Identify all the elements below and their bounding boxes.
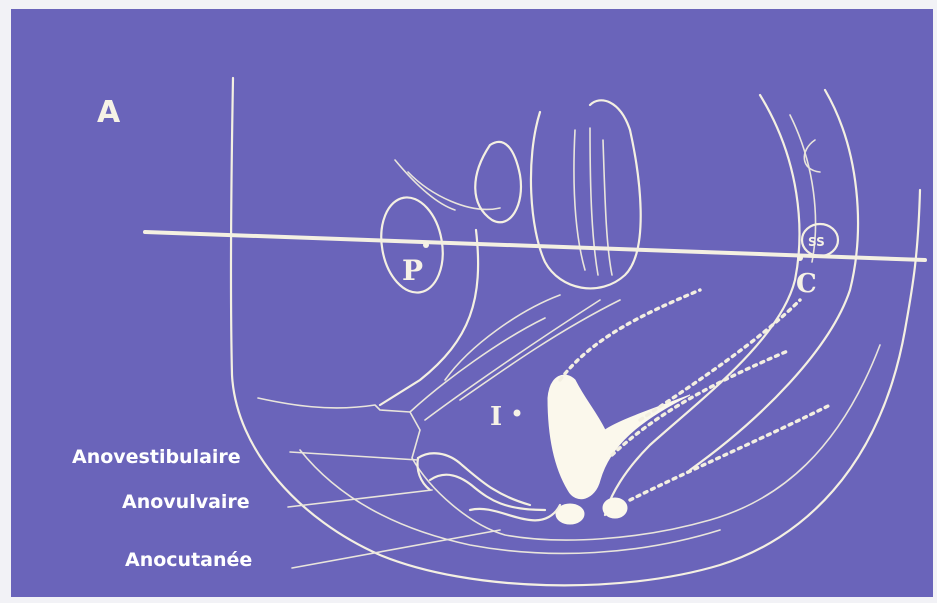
label-anovulvaire: Anovulvaire (122, 491, 250, 513)
uterus-inner-2 (590, 128, 598, 275)
vagina-line-4 (460, 300, 620, 400)
sacrum-outer (690, 90, 858, 470)
leader-anovestibulaire (290, 452, 418, 460)
coccyx-point-dot (797, 255, 803, 261)
sphincter-left (556, 504, 584, 524)
leader-anocutanee (292, 530, 500, 568)
marker-p: P (402, 254, 423, 287)
panel-letter: A (97, 95, 121, 130)
sphincter-right (603, 498, 627, 518)
bladder-wall (475, 142, 521, 222)
vagina-back (410, 318, 545, 412)
marker-ss: SS (808, 235, 825, 249)
urethra-front (380, 230, 478, 405)
uterus-outline (531, 100, 641, 288)
uterus-inner-3 (603, 140, 612, 275)
label-anovestibulaire: Anovestibulaire (72, 446, 241, 468)
fistula-connector (418, 458, 431, 490)
rectal-mucosa-2 (612, 350, 790, 455)
marker-i: I (490, 402, 502, 432)
pubic-point-dot (423, 242, 429, 248)
label-anocutanee: Anocutanée (125, 549, 252, 571)
rectal-mucosa-1 (560, 290, 700, 380)
leader-anovulvaire (288, 490, 432, 507)
pubic-ligament (395, 160, 500, 210)
ischial-point-dot (514, 410, 521, 417)
rectum-outer (605, 95, 799, 515)
fistula-anovestibulaire (418, 453, 530, 505)
lower-skin-contour (300, 450, 720, 553)
marker-c: C (796, 269, 817, 299)
rectal-mucosa-3 (630, 405, 830, 500)
rectal-mucosa-4 (640, 300, 800, 420)
